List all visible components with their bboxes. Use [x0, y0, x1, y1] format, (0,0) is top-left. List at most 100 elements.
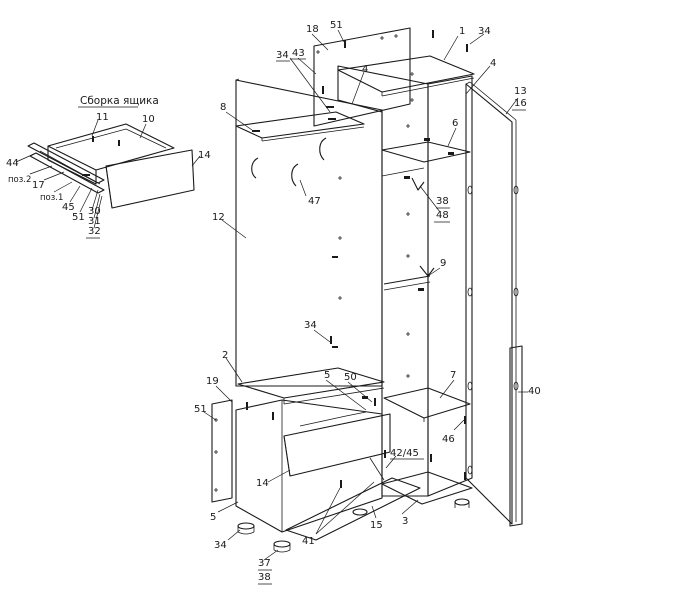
label-14: 14 [256, 478, 269, 489]
dowel-icon [418, 288, 424, 291]
shelf-middle-front [283, 387, 385, 405]
shelf-right [381, 141, 471, 163]
label-38: 38 [436, 196, 449, 207]
label-7: 7 [450, 370, 456, 381]
label-5: 5 [324, 370, 330, 381]
coat-hook-icon [251, 157, 259, 179]
dowel-icon [326, 106, 334, 108]
hinge-icon [467, 381, 473, 391]
label-poz2: поз.2 [8, 175, 31, 185]
dowel-icon [448, 152, 454, 155]
label-4: 4 [362, 64, 368, 75]
label-17: 17 [32, 180, 45, 191]
dowel-icon [362, 396, 368, 399]
lower-drawer-edge [283, 435, 291, 477]
hanging-rail-lower [383, 281, 431, 291]
flap-panel [285, 477, 421, 541]
leg-icon [352, 508, 368, 516]
panel-divider [337, 65, 429, 497]
screw-icon [246, 402, 248, 410]
label-37: 37 [258, 558, 271, 569]
rail-bracket-icon [411, 177, 425, 191]
label-19: 19 [206, 376, 219, 387]
label-34: 34 [304, 320, 317, 331]
panel-back-rear [313, 27, 411, 127]
drawer-inset: Сборка ящика [27, 95, 195, 209]
label-poz1: поз.1 [40, 193, 63, 203]
label-42-45: 42/45 [390, 448, 419, 459]
cabinet [82, 27, 523, 553]
hinge-icon [513, 185, 519, 195]
door-profile [509, 345, 523, 527]
label-4: 4 [490, 58, 496, 69]
flap-hinge [369, 457, 385, 481]
label-51: 51 [194, 404, 207, 415]
panel-side-left-edge [235, 78, 240, 81]
dowel-icon [328, 118, 336, 120]
hinge-icon [513, 287, 519, 297]
label-18: 18 [306, 24, 319, 35]
drawer-runner-upper [27, 142, 105, 184]
dowel-icon [252, 130, 260, 132]
label-32: 32 [88, 226, 101, 237]
shelf-middle [237, 367, 385, 399]
drawer-box-top [47, 123, 175, 171]
label-15: 15 [370, 520, 383, 531]
dowel-icon [332, 256, 338, 258]
label-34: 34 [276, 50, 289, 61]
rail-bracket-icon [419, 265, 435, 277]
door-panel [465, 83, 513, 525]
label-47: 47 [308, 196, 321, 207]
screw-icon [464, 472, 466, 480]
shelf-top-left [235, 111, 365, 139]
screw-icon [344, 40, 346, 48]
leg-icon [273, 540, 291, 548]
fasteners [82, 30, 468, 488]
lower-drawer-top [299, 411, 367, 427]
label-51: 51 [330, 20, 343, 31]
label-9: 9 [440, 258, 446, 269]
hinge-icon [513, 381, 519, 391]
label-34: 34 [214, 540, 227, 551]
screw-icon [466, 44, 468, 52]
drawer-box-inner [55, 128, 167, 149]
screw-icon [340, 480, 342, 488]
panel-side-left [235, 79, 383, 387]
leader-lines [15, 29, 528, 561]
label-14: 14 [198, 150, 211, 161]
label-13: 13 [514, 86, 527, 97]
label-2: 2 [222, 350, 228, 361]
leg-icon [454, 498, 470, 506]
hinge-icon [467, 185, 473, 195]
shelf-top-left-edge-2 [261, 126, 365, 142]
leg-icon [237, 522, 255, 530]
coat-hook-icon [319, 137, 327, 161]
label-16: 16 [514, 98, 527, 109]
shelf-right-front [381, 167, 425, 177]
label-5: 5 [210, 512, 216, 523]
shelf-lower-right [383, 387, 471, 419]
label-40: 40 [528, 386, 541, 397]
dowel-icon [332, 346, 338, 348]
label-41: 41 [302, 536, 315, 547]
leg-base [237, 531, 255, 535]
drawer-front [105, 149, 195, 209]
label-44: 44 [6, 158, 19, 169]
door-hinges [467, 185, 519, 475]
part-labels: 1 34 18 51 43 34 4 4 13 16 8 6 47 38 48 … [6, 20, 541, 583]
label-8: 8 [220, 102, 226, 113]
screw-icon [384, 450, 386, 458]
panel-marks [214, 34, 414, 492]
panel-back-lower [211, 399, 233, 503]
screw-icon [432, 30, 434, 38]
label-11: 11 [96, 112, 109, 123]
label-1: 1 [459, 26, 465, 37]
coat-hook-icon [291, 163, 299, 187]
screw-icon [118, 140, 120, 146]
screw-icon [92, 136, 94, 142]
leg-base [273, 549, 291, 553]
label-48: 48 [436, 210, 449, 221]
screw-icon [330, 336, 332, 344]
screw-icon [464, 416, 466, 424]
